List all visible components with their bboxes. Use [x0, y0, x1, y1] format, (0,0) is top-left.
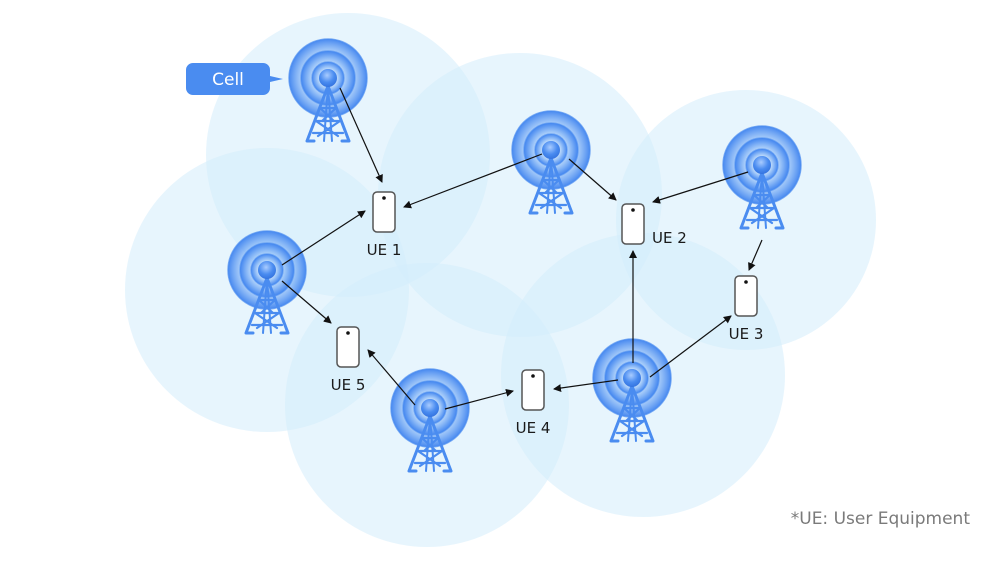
link-arrow-cell-4-to-ue-1 — [281, 210, 366, 266]
phone-icon — [734, 275, 758, 317]
ue-label: UE 4 — [516, 419, 551, 437]
user-equipment-ue-4: UE 4 — [516, 369, 551, 437]
cell-tower-icon — [390, 368, 470, 473]
cell-callout-label: Cell — [212, 70, 244, 90]
phone-camera-dot — [631, 208, 635, 212]
link-arrow-cell-5-to-ue-4 — [444, 388, 514, 410]
ue-label: UE 3 — [729, 325, 764, 343]
user-equipment-ue-3: UE 3 — [729, 275, 764, 343]
phone-icon — [521, 369, 545, 411]
link-arrow-cell-5-to-ue-5 — [367, 349, 416, 406]
footnote: *UE: User Equipment — [790, 509, 970, 529]
phone-camera-dot — [382, 196, 386, 200]
ue-label: UE 5 — [331, 376, 366, 394]
cell-callout: Cell — [186, 63, 283, 95]
tower-mast — [305, 84, 351, 143]
user-equipment-ue-5: UE 5 — [331, 326, 366, 394]
phone-camera-dot — [346, 331, 350, 335]
user-equipment-ue-2: UE 2 — [621, 203, 687, 247]
cell-tower-icon — [722, 125, 802, 230]
tower-antenna — [623, 369, 641, 387]
user-equipment-ue-1: UE 1 — [367, 191, 402, 259]
tower-antenna — [753, 156, 771, 174]
cell-tower-icon — [227, 230, 307, 335]
phone-icon — [621, 203, 645, 245]
tower-mast — [244, 276, 290, 335]
tower-mast — [407, 414, 453, 473]
tower-mast — [609, 384, 655, 443]
tower-antenna — [319, 69, 337, 87]
phone-camera-dot — [744, 280, 748, 284]
link-arrow-cell-4-to-ue-5 — [281, 280, 332, 324]
link-arrow-cell-6-to-ue-4 — [553, 379, 619, 392]
link-arrow-cell-6-to-ue-3 — [649, 315, 732, 378]
tower-mast — [528, 156, 574, 215]
ue-label: UE 1 — [367, 241, 402, 259]
phone-icon — [372, 191, 396, 233]
ue-label: UE 2 — [652, 229, 687, 247]
cell-tower-icon — [511, 110, 591, 215]
signal-links — [281, 87, 763, 410]
phone-camera-dot — [531, 374, 535, 378]
link-arrow-cell-2-to-ue-2 — [568, 158, 617, 201]
link-arrow-cell-3-to-ue-3 — [748, 239, 763, 271]
tower-antenna — [542, 141, 560, 159]
tower-antenna — [421, 399, 439, 417]
user-equipment-group: UE 1 UE 2 UE 3 UE 4 UE 5 — [331, 191, 764, 437]
link-arrow-cell-2-to-ue-1 — [403, 153, 543, 209]
cell-callout-bubble — [186, 63, 283, 95]
cell-tower-icon — [288, 38, 368, 143]
tower-mast — [739, 171, 785, 230]
cell-towers — [227, 38, 802, 473]
link-arrow-cell-1-to-ue-1 — [339, 87, 383, 183]
link-arrow-cell-3-to-ue-2 — [652, 171, 749, 204]
tower-antenna — [258, 261, 276, 279]
phone-icon — [336, 326, 360, 368]
cell-tower-icon — [592, 338, 672, 443]
